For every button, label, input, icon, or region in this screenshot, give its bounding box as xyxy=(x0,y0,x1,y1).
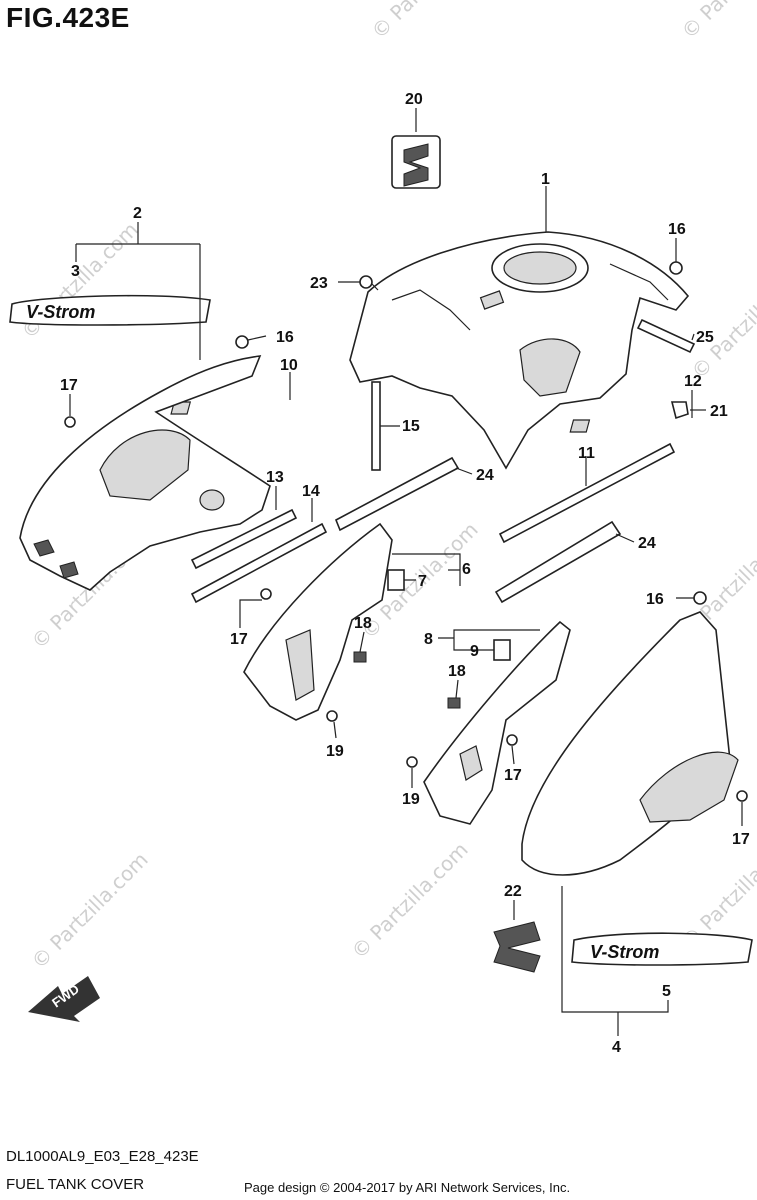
screw-16 xyxy=(669,261,683,275)
screws xyxy=(64,261,748,802)
part-9-pad xyxy=(493,639,511,661)
callout-13: 13 xyxy=(266,469,284,486)
callouts: 20 1 2 16 3 23 25 16 10 17 12 15 21 11 2… xyxy=(60,91,750,1056)
part-12-pad xyxy=(569,419,591,433)
screw-17 xyxy=(736,790,748,802)
part-23-screw xyxy=(359,275,379,291)
callout-17: 17 xyxy=(60,377,78,394)
callout-5: 5 xyxy=(662,983,671,1000)
figure-title: FIG.423E xyxy=(6,2,130,33)
part-3-decal: V-Strom xyxy=(9,294,211,326)
part-22-logo xyxy=(493,921,541,973)
leader-lines xyxy=(69,108,743,1036)
callout-10: 10 xyxy=(280,357,298,374)
callout-19: 19 xyxy=(402,791,420,808)
callout-25: 25 xyxy=(696,329,714,346)
part-5-decal: V-Strom xyxy=(571,932,753,966)
part-14-strip xyxy=(190,522,328,604)
callout-17: 17 xyxy=(732,831,750,848)
part-7-pad xyxy=(387,569,405,591)
callout-23: 23 xyxy=(310,275,328,292)
callout-18: 18 xyxy=(354,615,372,632)
part-4-right-cover xyxy=(521,611,739,876)
callout-20: 20 xyxy=(405,91,423,108)
callout-21: 21 xyxy=(710,403,728,420)
callout-15: 15 xyxy=(402,418,420,435)
part-20-emblem xyxy=(391,135,441,189)
screw-16 xyxy=(693,591,707,605)
screw-16 xyxy=(235,335,249,349)
vstrom-logo-text: V-Strom xyxy=(26,302,95,322)
callout-4: 4 xyxy=(612,1039,621,1056)
part-24-strip xyxy=(494,520,622,604)
part-24-strip xyxy=(334,456,460,532)
screw-17 xyxy=(64,416,76,428)
part-21-clip xyxy=(670,401,689,420)
screw-17 xyxy=(260,588,272,600)
part-25-strip xyxy=(636,318,696,354)
footer-credit: Page design © 2004-2017 by ARI Network S… xyxy=(244,1180,571,1195)
watermark-text: © Partzilla.com xyxy=(687,257,757,383)
callout-6: 6 xyxy=(462,561,471,578)
screw-19 xyxy=(326,710,338,722)
watermark-text: © Partzilla.com xyxy=(677,0,757,44)
fwd-arrow: FWD xyxy=(28,976,100,1022)
watermark-text: © Partzilla.com xyxy=(27,847,153,973)
callout-24: 24 xyxy=(638,535,656,552)
vstrom-logo-text: V-Strom xyxy=(590,942,659,962)
part-11-strip xyxy=(498,442,676,544)
callout-1: 1 xyxy=(541,171,550,188)
screw-17 xyxy=(506,734,518,746)
part-18-nut xyxy=(447,697,461,709)
callout-16: 16 xyxy=(276,329,294,346)
page-name: FUEL TANK COVER xyxy=(6,1176,145,1193)
callout-7: 7 xyxy=(418,573,427,590)
callout-17: 17 xyxy=(230,631,248,648)
watermark-text: © Partzilla.com xyxy=(367,0,493,44)
callout-16: 16 xyxy=(646,591,664,608)
callout-14: 14 xyxy=(302,483,320,500)
part-13-strip xyxy=(190,508,298,570)
part-6-inner-panel xyxy=(243,522,393,721)
callout-18: 18 xyxy=(448,663,466,680)
callout-17: 17 xyxy=(504,767,522,784)
screw-19 xyxy=(406,756,418,768)
callout-12: 12 xyxy=(684,373,702,390)
callout-16: 16 xyxy=(668,221,686,238)
callout-8: 8 xyxy=(424,631,433,648)
callout-19: 19 xyxy=(326,743,344,760)
model-code: DL1000AL9_E03_E28_423E xyxy=(6,1148,199,1165)
callout-9: 9 xyxy=(470,643,479,660)
callout-24: 24 xyxy=(476,467,494,484)
callout-11: 11 xyxy=(578,445,595,462)
callout-3: 3 xyxy=(71,263,80,280)
callout-2: 2 xyxy=(133,205,142,222)
callout-22: 22 xyxy=(504,883,522,900)
part-1-tank-cover xyxy=(349,231,690,470)
part-15-strip xyxy=(371,381,381,471)
part-8-inner-panel xyxy=(423,620,571,825)
part-2-left-cover xyxy=(19,355,271,591)
watermark-text: © Partzilla.com xyxy=(347,837,473,963)
part-18-nut xyxy=(353,651,367,663)
